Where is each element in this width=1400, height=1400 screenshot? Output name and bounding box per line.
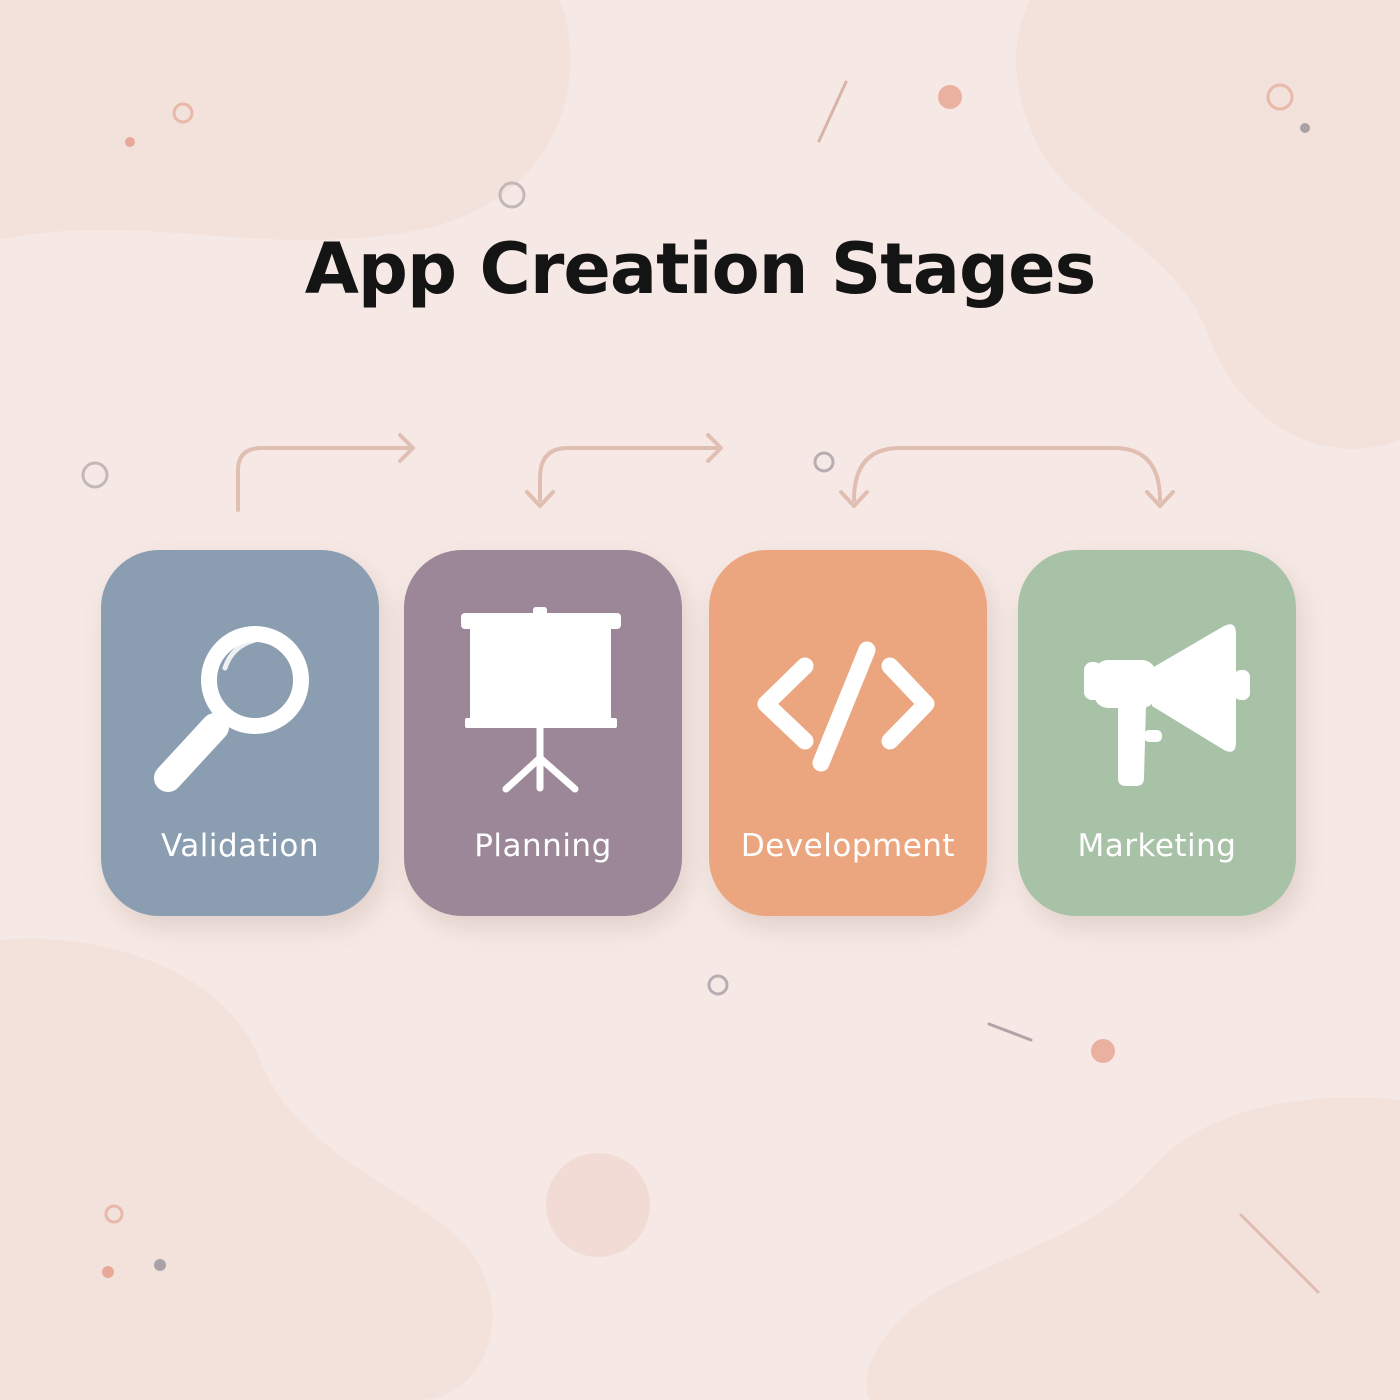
stage-card-validation: Validation [101, 550, 379, 916]
page-title: App Creation Stages [304, 228, 1096, 310]
stage-card-planning: Planning [404, 550, 682, 916]
arrow-development-to-marketing [852, 446, 1162, 502]
stage-card-marketing: Marketing [1018, 550, 1296, 916]
arrow-planning-to-development [538, 446, 722, 502]
arrow-validation-to-planning [236, 446, 414, 512]
stage-card-development: Development [709, 550, 987, 916]
code-brackets-icon [757, 641, 935, 772]
flow-arrows [236, 433, 1175, 512]
megaphone-icon [1084, 624, 1250, 786]
stage-label: Marketing [1077, 828, 1237, 864]
magnifying-glass-icon [154, 626, 309, 792]
presentation-board-icon [461, 607, 621, 793]
stage-label: Planning [474, 828, 612, 864]
stage-label: Development [740, 828, 956, 864]
decorative-dots [81, 80, 1320, 1294]
stage-label: Validation [160, 828, 320, 864]
